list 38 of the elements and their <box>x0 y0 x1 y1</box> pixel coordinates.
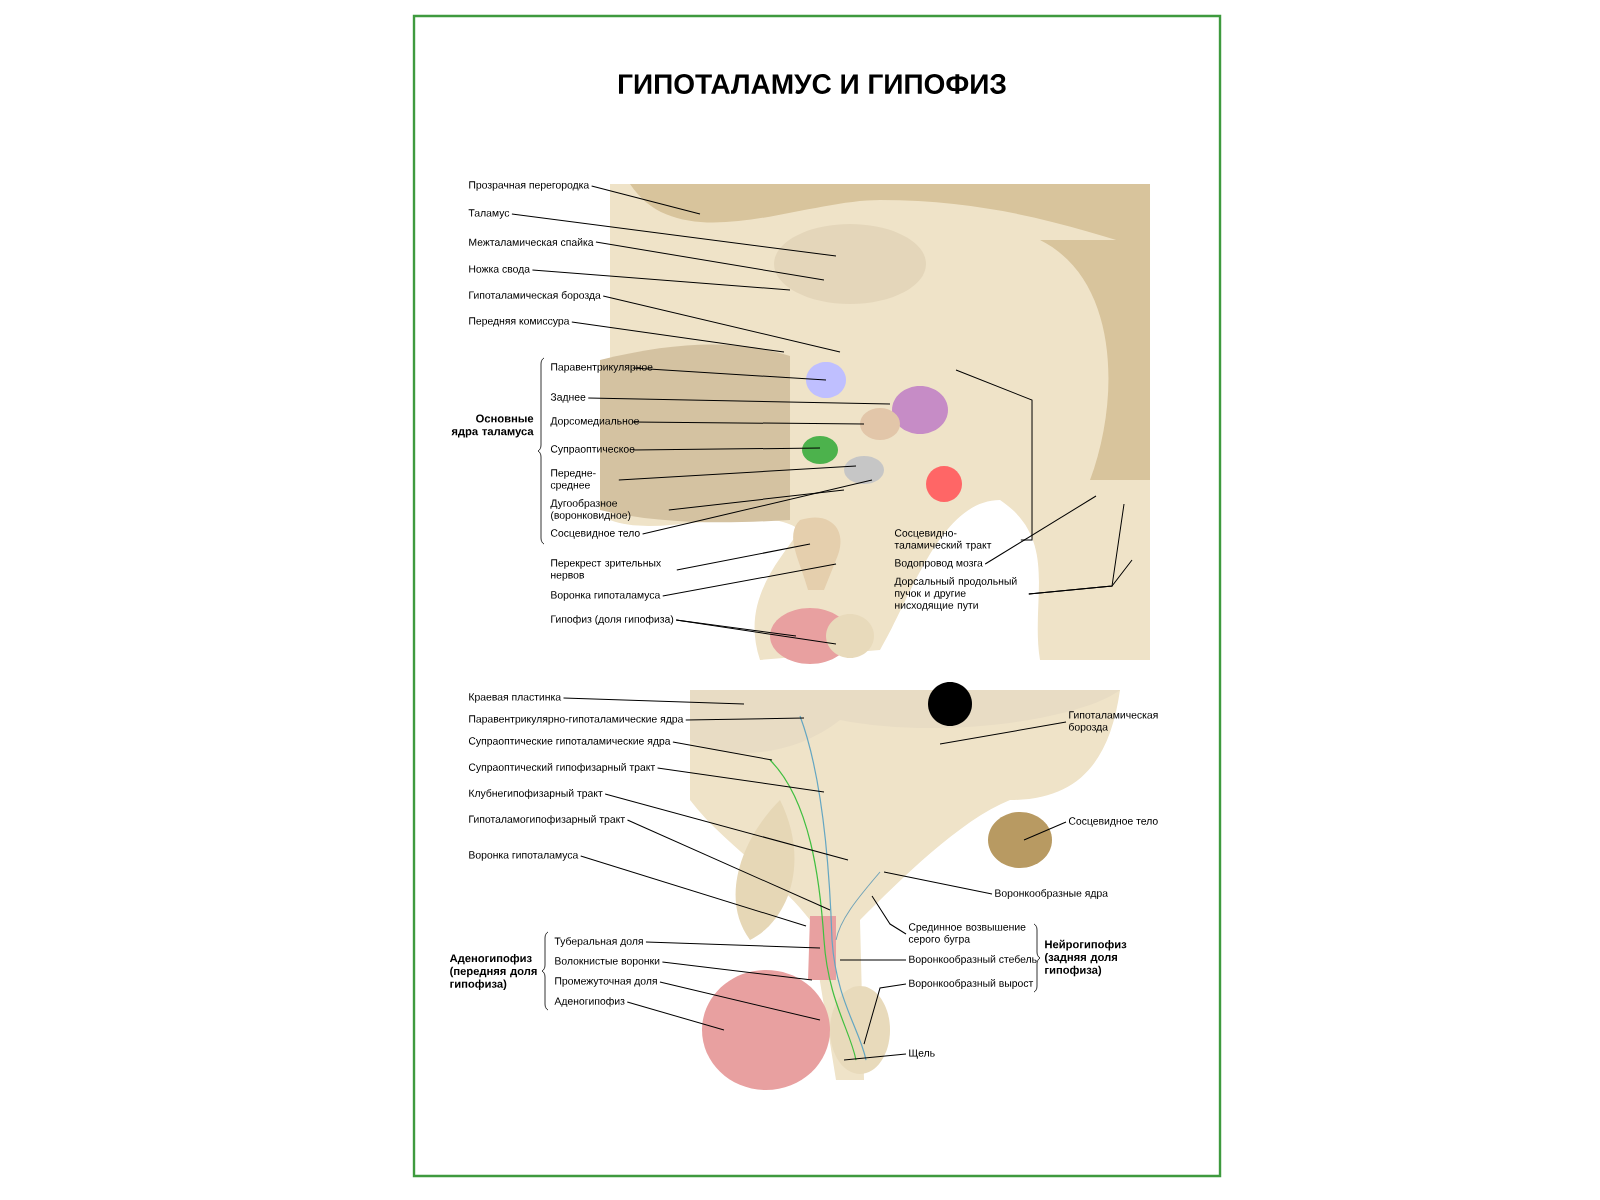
leader-line <box>587 397 891 405</box>
leader-line <box>632 367 827 381</box>
leader-line <box>675 619 837 645</box>
leader-line <box>676 543 811 571</box>
leader-line <box>984 495 1097 565</box>
leader-line <box>595 241 825 281</box>
leader-line <box>602 295 841 353</box>
leader-line <box>955 369 1033 541</box>
leader-line <box>645 941 821 949</box>
leader-line <box>659 981 821 1021</box>
leader-line <box>662 563 837 597</box>
leader-line <box>604 793 849 861</box>
leader-line <box>571 321 785 353</box>
leader-line <box>632 421 865 425</box>
leader-line <box>511 213 837 257</box>
leader-line <box>626 1001 725 1031</box>
leader-line <box>563 697 745 705</box>
leader-line <box>1023 821 1067 841</box>
leader-line <box>580 855 807 927</box>
title: ГИПОТАЛАМУС И ГИПОФИЗ <box>619 74 1006 94</box>
leader-line <box>672 741 773 761</box>
leader-line <box>632 447 821 451</box>
leader-line <box>839 959 907 961</box>
leader-line <box>591 185 701 215</box>
leader-line <box>642 479 873 535</box>
leader-line <box>871 895 907 935</box>
leader-line <box>939 721 1067 745</box>
leader-line <box>685 717 805 721</box>
leader-line <box>657 767 825 793</box>
leader-line <box>883 871 993 895</box>
leader-line <box>618 465 857 481</box>
leader-line <box>863 983 907 1045</box>
leader-line <box>1028 559 1133 595</box>
leader-line <box>531 269 791 291</box>
leader-line <box>843 1053 907 1061</box>
leader-line <box>661 961 813 981</box>
leader-line <box>668 489 845 511</box>
leader-line <box>626 819 831 911</box>
